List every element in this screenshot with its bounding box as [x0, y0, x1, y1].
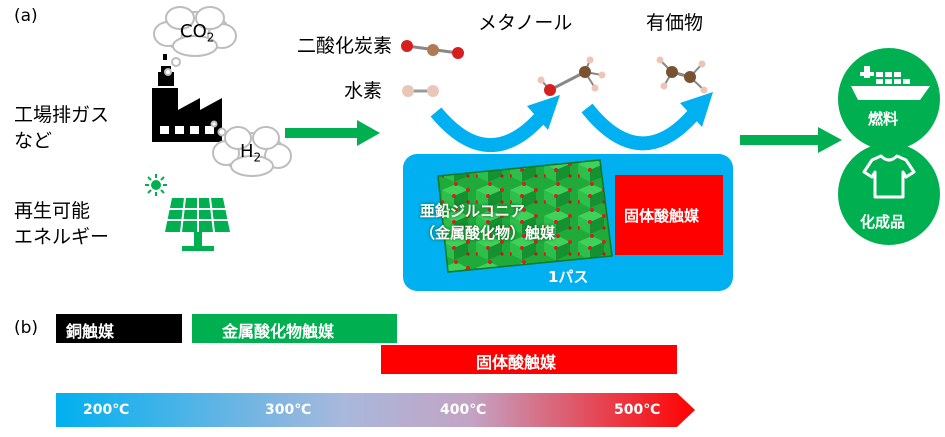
temp-200-label: 200℃: [83, 402, 130, 418]
fuel-circle: [838, 48, 940, 150]
solid-acid-box-label: 固体酸触媒: [624, 207, 700, 225]
methanol-molecule-icon: [537, 56, 606, 96]
zinc-zirconia-label-line2: （金属酸化物）触媒: [420, 224, 556, 242]
exhaust-label-line2: など: [14, 130, 53, 152]
methanol-label: メタノール: [478, 12, 573, 34]
temp-300-label: 300℃: [265, 402, 312, 418]
zinc-zirconia-crystal: [437, 159, 613, 273]
solar-panel-icon: [145, 174, 230, 251]
input-arrow: [285, 120, 380, 146]
exhaust-label-line1: 工場排ガス: [14, 104, 110, 126]
copper-bar-label: 銅触媒: [66, 322, 115, 341]
solid-acid-block: [615, 175, 723, 255]
fuel-label: 燃料: [868, 110, 899, 128]
h2-cloud-label: H2: [240, 141, 262, 165]
conversion-arrow-2: [581, 92, 713, 151]
output-arrow: [740, 127, 842, 153]
chemicals-label: 化成品: [860, 213, 906, 231]
panel-b-label: (b): [14, 318, 39, 338]
chemicals-circle: [838, 143, 940, 245]
factory-icon: [152, 54, 222, 142]
zinc-zirconia-label-line1: 亜鉛ジルコニア: [420, 202, 525, 220]
metal-oxide-bar-label: 金属酸化物触媒: [222, 322, 335, 341]
temp-400-label: 400℃: [440, 402, 487, 418]
co2-molecule-label: 二酸化炭素: [297, 35, 393, 57]
renewable-label-line2: エネルギー: [14, 226, 110, 248]
product-molecule-icon: [656, 56, 708, 94]
solid-acid-bar: [381, 345, 677, 374]
co2-cloud-icon: [153, 6, 237, 76]
renewable-label-line1: 再生可能: [14, 200, 91, 222]
temp-500-label: 500℃: [614, 402, 661, 418]
copper-bar: [56, 314, 182, 343]
co2-molecule-icon: [401, 40, 464, 59]
one-pass-label: 1パス: [548, 268, 589, 286]
temperature-arrow: [56, 393, 695, 427]
metal-oxide-bar: [192, 314, 397, 343]
h2-molecule-icon: [402, 85, 439, 97]
h2-molecule-label: 水素: [344, 80, 383, 102]
product-label: 有価物: [646, 12, 704, 34]
co2-cloud-label: CO2: [180, 21, 215, 45]
solid-acid-bar-label: 固体酸触媒: [476, 353, 557, 372]
h2-cloud-icon: [210, 120, 292, 177]
panel-a-label: (a): [14, 6, 38, 26]
conversion-arrow-1: [430, 95, 560, 152]
